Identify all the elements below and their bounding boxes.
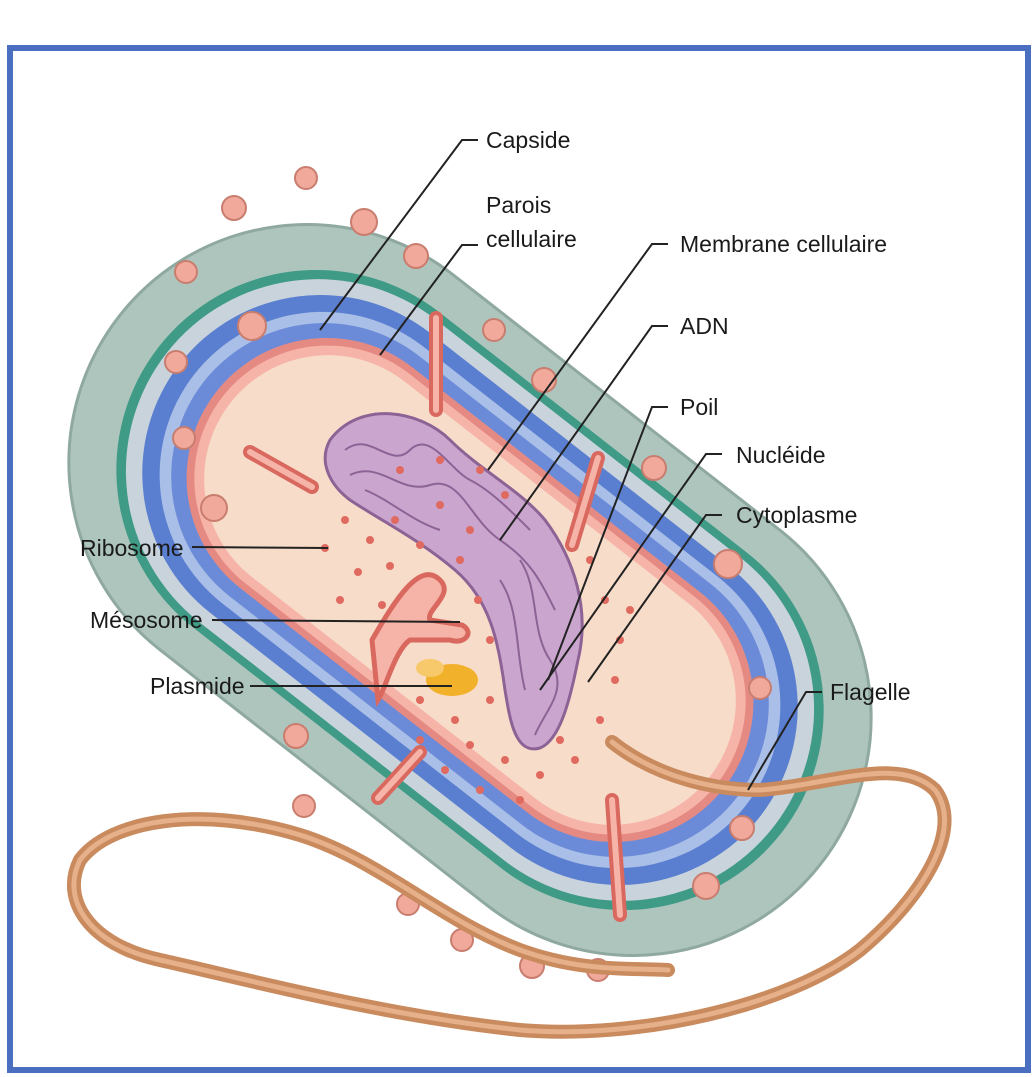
label-parois-line2: cellulaire	[486, 226, 577, 252]
label-cytoplasme: Cytoplasme	[736, 502, 857, 528]
label-membrane: Membrane cellulaire	[680, 231, 887, 257]
label-parois-line1: Parois	[486, 192, 551, 218]
label-mesosome: Mésosome	[90, 607, 202, 633]
label-nucleide: Nucléide	[736, 442, 826, 468]
label-flagelle: Flagelle	[830, 679, 911, 705]
label-adn: ADN	[680, 313, 729, 339]
label-plasmide: Plasmide	[150, 673, 245, 699]
label-ribosome: Ribosome	[80, 535, 184, 561]
label-capside: Capside	[486, 127, 570, 153]
label-poil: Poil	[680, 394, 718, 420]
frame-top-strip	[0, 0, 1036, 44]
plasmid-shape-2	[416, 659, 444, 677]
